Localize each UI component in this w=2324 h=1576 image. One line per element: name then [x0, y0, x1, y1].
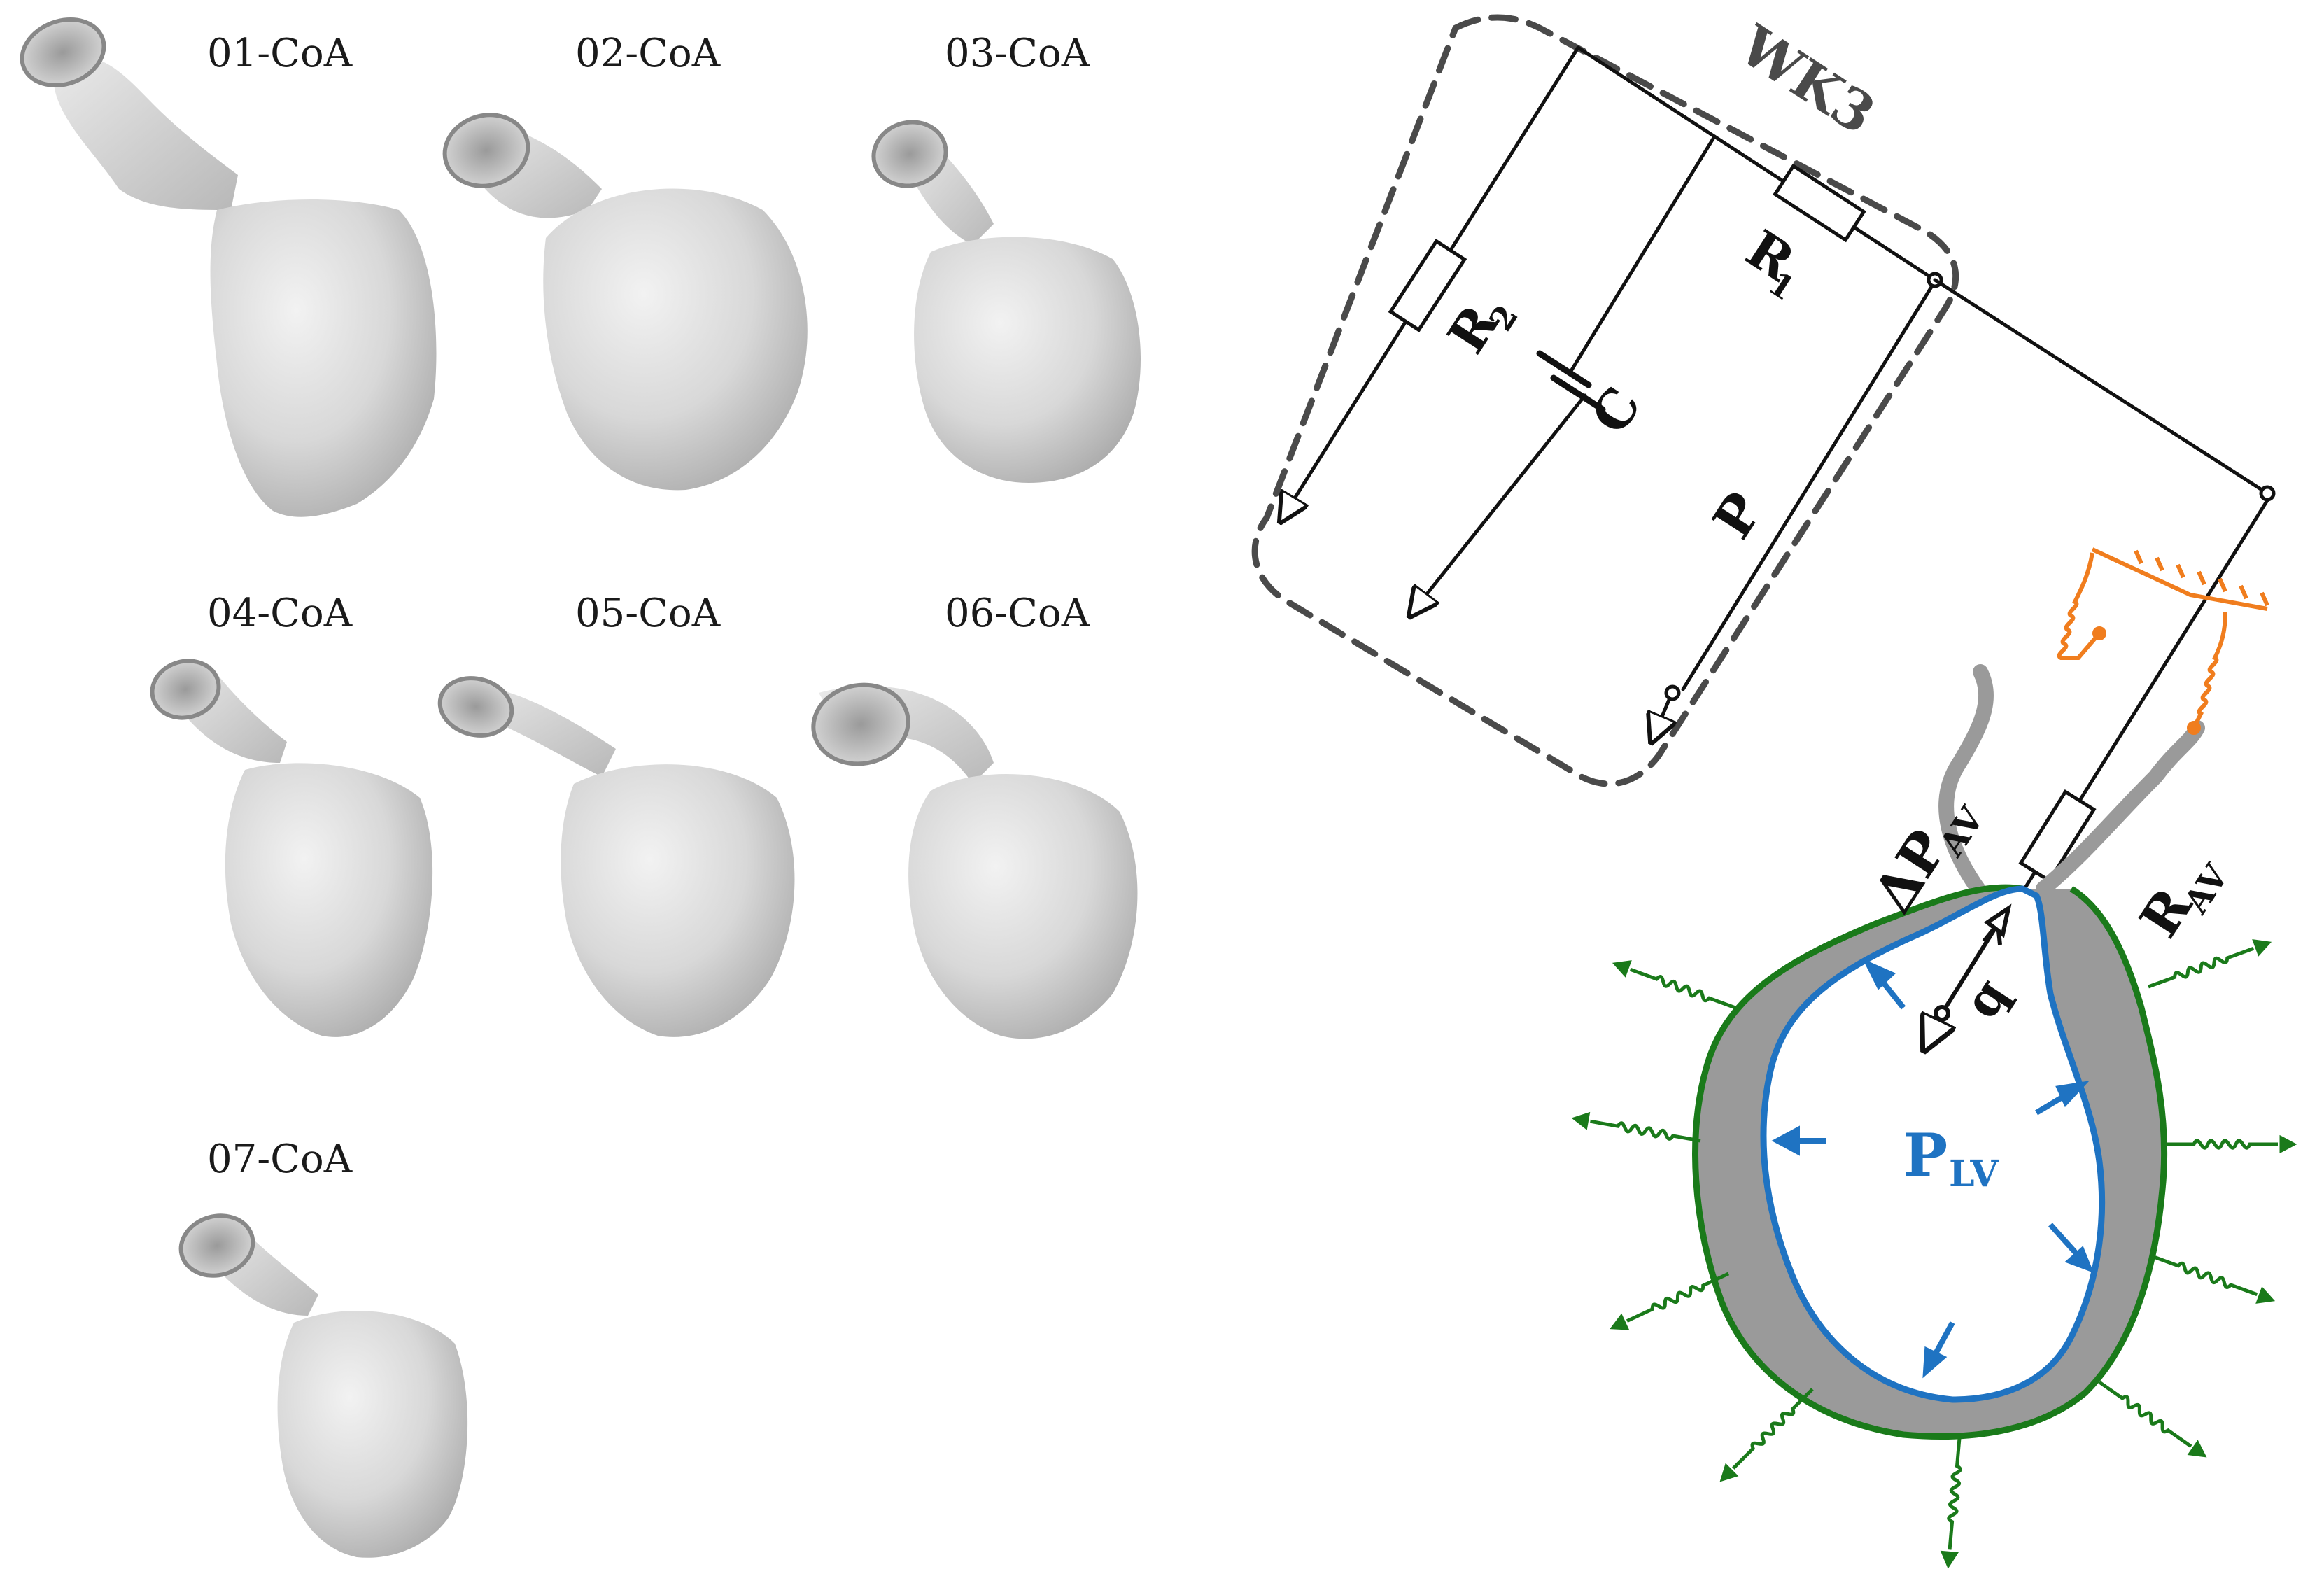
c-branch-lower — [1418, 393, 1587, 604]
case-label-03: 03-CoA — [945, 31, 1090, 76]
wk3-label: WK3 — [1728, 13, 1886, 147]
c-plate-2 — [1550, 374, 1606, 413]
r2-label: R 2 — [1437, 295, 1526, 364]
r2-resistor — [1388, 239, 1467, 332]
rav-resistor — [2018, 789, 2097, 884]
case-label-06: 06-CoA — [945, 591, 1090, 636]
c-ground — [1410, 602, 1421, 616]
c-branch-upper — [1569, 134, 1717, 373]
p-lv-label: P LV — [1903, 1120, 1999, 1195]
wk3-circuit — [1251, 14, 2276, 925]
p-ground — [1652, 698, 1669, 742]
p-lv-label-sub: LV — [1949, 1153, 1999, 1195]
wire-to-valve-node — [1933, 278, 2269, 495]
case-label-02: 02-CoA — [575, 31, 721, 76]
case-label-07: 07-CoA — [207, 1137, 353, 1182]
p-lv-label-main: P — [1903, 1120, 1948, 1190]
case-label-04: 04-CoA — [207, 591, 353, 636]
q-arrow — [1924, 903, 2012, 1050]
top-rail — [1576, 45, 1937, 282]
r1-label: R 1 — [1735, 219, 1805, 308]
heart-model-04 — [150, 659, 433, 1037]
p-label: P — [1700, 481, 1775, 549]
epicardium-line — [1692, 884, 2168, 1440]
heart-model-06 — [811, 682, 1138, 1039]
heart-model-03 — [871, 120, 1141, 483]
pressure-arrows — [1771, 958, 2094, 1379]
rav-label: R AV — [2127, 857, 2237, 948]
heart-models — [20, 17, 1141, 1558]
valve-leaflet-right — [2036, 720, 2205, 896]
node-p-bottom — [1664, 684, 1681, 701]
epicardial-springs — [1571, 939, 2297, 1569]
case-label-05: 05-CoA — [575, 591, 721, 636]
wk3-dashed-box — [1251, 14, 1959, 787]
orange-springs — [2057, 547, 2269, 735]
r2-ground — [1281, 504, 1291, 521]
node-valve — [2259, 485, 2276, 502]
c-plate-1 — [1536, 350, 1592, 388]
valve-leaflet-left — [1938, 664, 1994, 900]
case-label-01: 01-CoA — [207, 31, 353, 76]
lv-model — [1571, 547, 2297, 1569]
heart-model-05 — [437, 676, 795, 1037]
r1-resistor — [1773, 163, 1866, 243]
heart-model-02 — [442, 113, 808, 491]
endocardium-line — [1760, 885, 2106, 1403]
c-label: C — [1580, 377, 1653, 444]
p-branch — [1681, 285, 1934, 691]
heart-model-01 — [20, 17, 437, 517]
heart-model-07 — [178, 1213, 468, 1558]
case-labels: 01-CoA 02-CoA 03-CoA 04-CoA 05-CoA 06-Co… — [207, 31, 1090, 1182]
